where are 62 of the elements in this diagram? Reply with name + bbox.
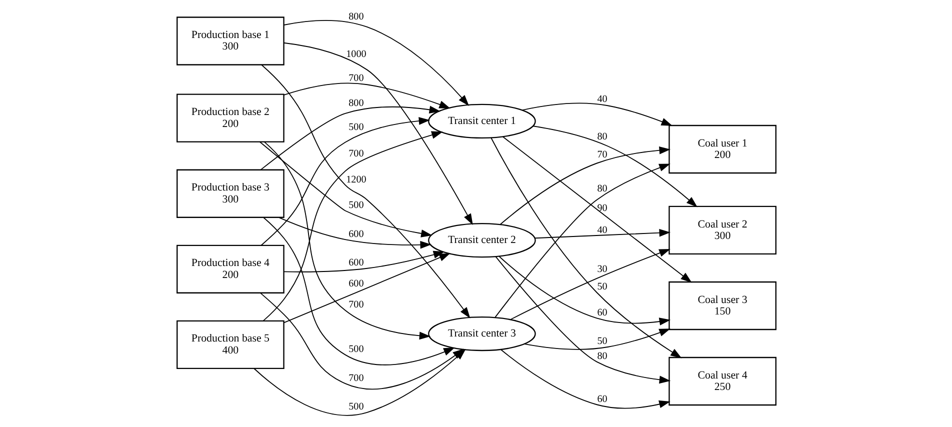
edge-label: 60 — [596, 307, 607, 318]
node-box: Production base 4 200 — [176, 244, 284, 294]
arrow — [262, 131, 442, 322]
edge-label: 80 — [596, 351, 607, 362]
edge-label: 50 — [596, 336, 607, 348]
edge-label: 500 — [348, 344, 364, 355]
arrow — [283, 250, 444, 272]
edge-label: 80 — [596, 184, 607, 195]
arrow — [260, 117, 430, 246]
edge-label: 80 — [596, 131, 607, 142]
arrow — [282, 42, 472, 225]
edge-label: 800 — [348, 12, 364, 23]
arrow — [283, 82, 450, 108]
arrow — [263, 141, 430, 340]
edge-label: 500 — [348, 402, 364, 413]
node-box: Coal user 2 300 — [668, 206, 776, 255]
edge-label: 60 — [596, 394, 607, 405]
arrow — [521, 102, 672, 126]
edge-label: 700 — [348, 148, 364, 160]
arrow — [500, 349, 670, 409]
edge-label: 70 — [596, 149, 607, 160]
edge-label: 50 — [596, 282, 607, 293]
edge-label: 700 — [348, 300, 364, 311]
arrow — [282, 253, 450, 324]
arrow — [494, 164, 670, 318]
arrow — [502, 136, 692, 283]
node-box: Production base 1 300 — [176, 16, 284, 66]
edge-label: 40 — [596, 224, 607, 236]
arrow — [278, 217, 431, 249]
edge-label: 600 — [348, 278, 364, 290]
edge-label: 600 — [348, 228, 364, 240]
edge-label: 600 — [348, 258, 364, 269]
edge-label: 700 — [348, 73, 364, 84]
arrow — [523, 328, 670, 350]
node-box: Production base 2 200 — [176, 94, 284, 142]
node-ellipse: Transit center 3 — [428, 316, 536, 352]
edge-label: 90 — [596, 203, 607, 214]
node-box: Production base 3 300 — [176, 169, 284, 218]
node-box: Coal user 3 150 — [668, 281, 776, 330]
arrow — [258, 141, 432, 238]
node-box: Coal user 1 200 — [668, 124, 776, 174]
edge-label: 500 — [348, 122, 364, 134]
edge-label: 30 — [596, 264, 607, 275]
edge-label: 1200 — [346, 174, 366, 186]
edge-label: 1000 — [346, 48, 366, 60]
arrow — [532, 126, 698, 208]
arrow — [260, 64, 470, 318]
edge-label: 40 — [596, 94, 607, 106]
arrow — [498, 256, 670, 326]
arrow — [262, 216, 454, 366]
arrow — [494, 256, 670, 384]
arrow — [282, 20, 469, 106]
edge-label: 800 — [348, 98, 364, 109]
node-box: Coal user 4 250 — [668, 356, 776, 406]
arrow — [499, 146, 670, 225]
arrow — [510, 248, 670, 320]
edge-label: 500 — [348, 200, 364, 211]
edge-label: 700 — [348, 372, 364, 384]
node-box: Production base 5 400 — [176, 320, 284, 369]
arrow — [490, 137, 682, 358]
arrow — [534, 228, 670, 239]
arrow — [260, 106, 440, 170]
